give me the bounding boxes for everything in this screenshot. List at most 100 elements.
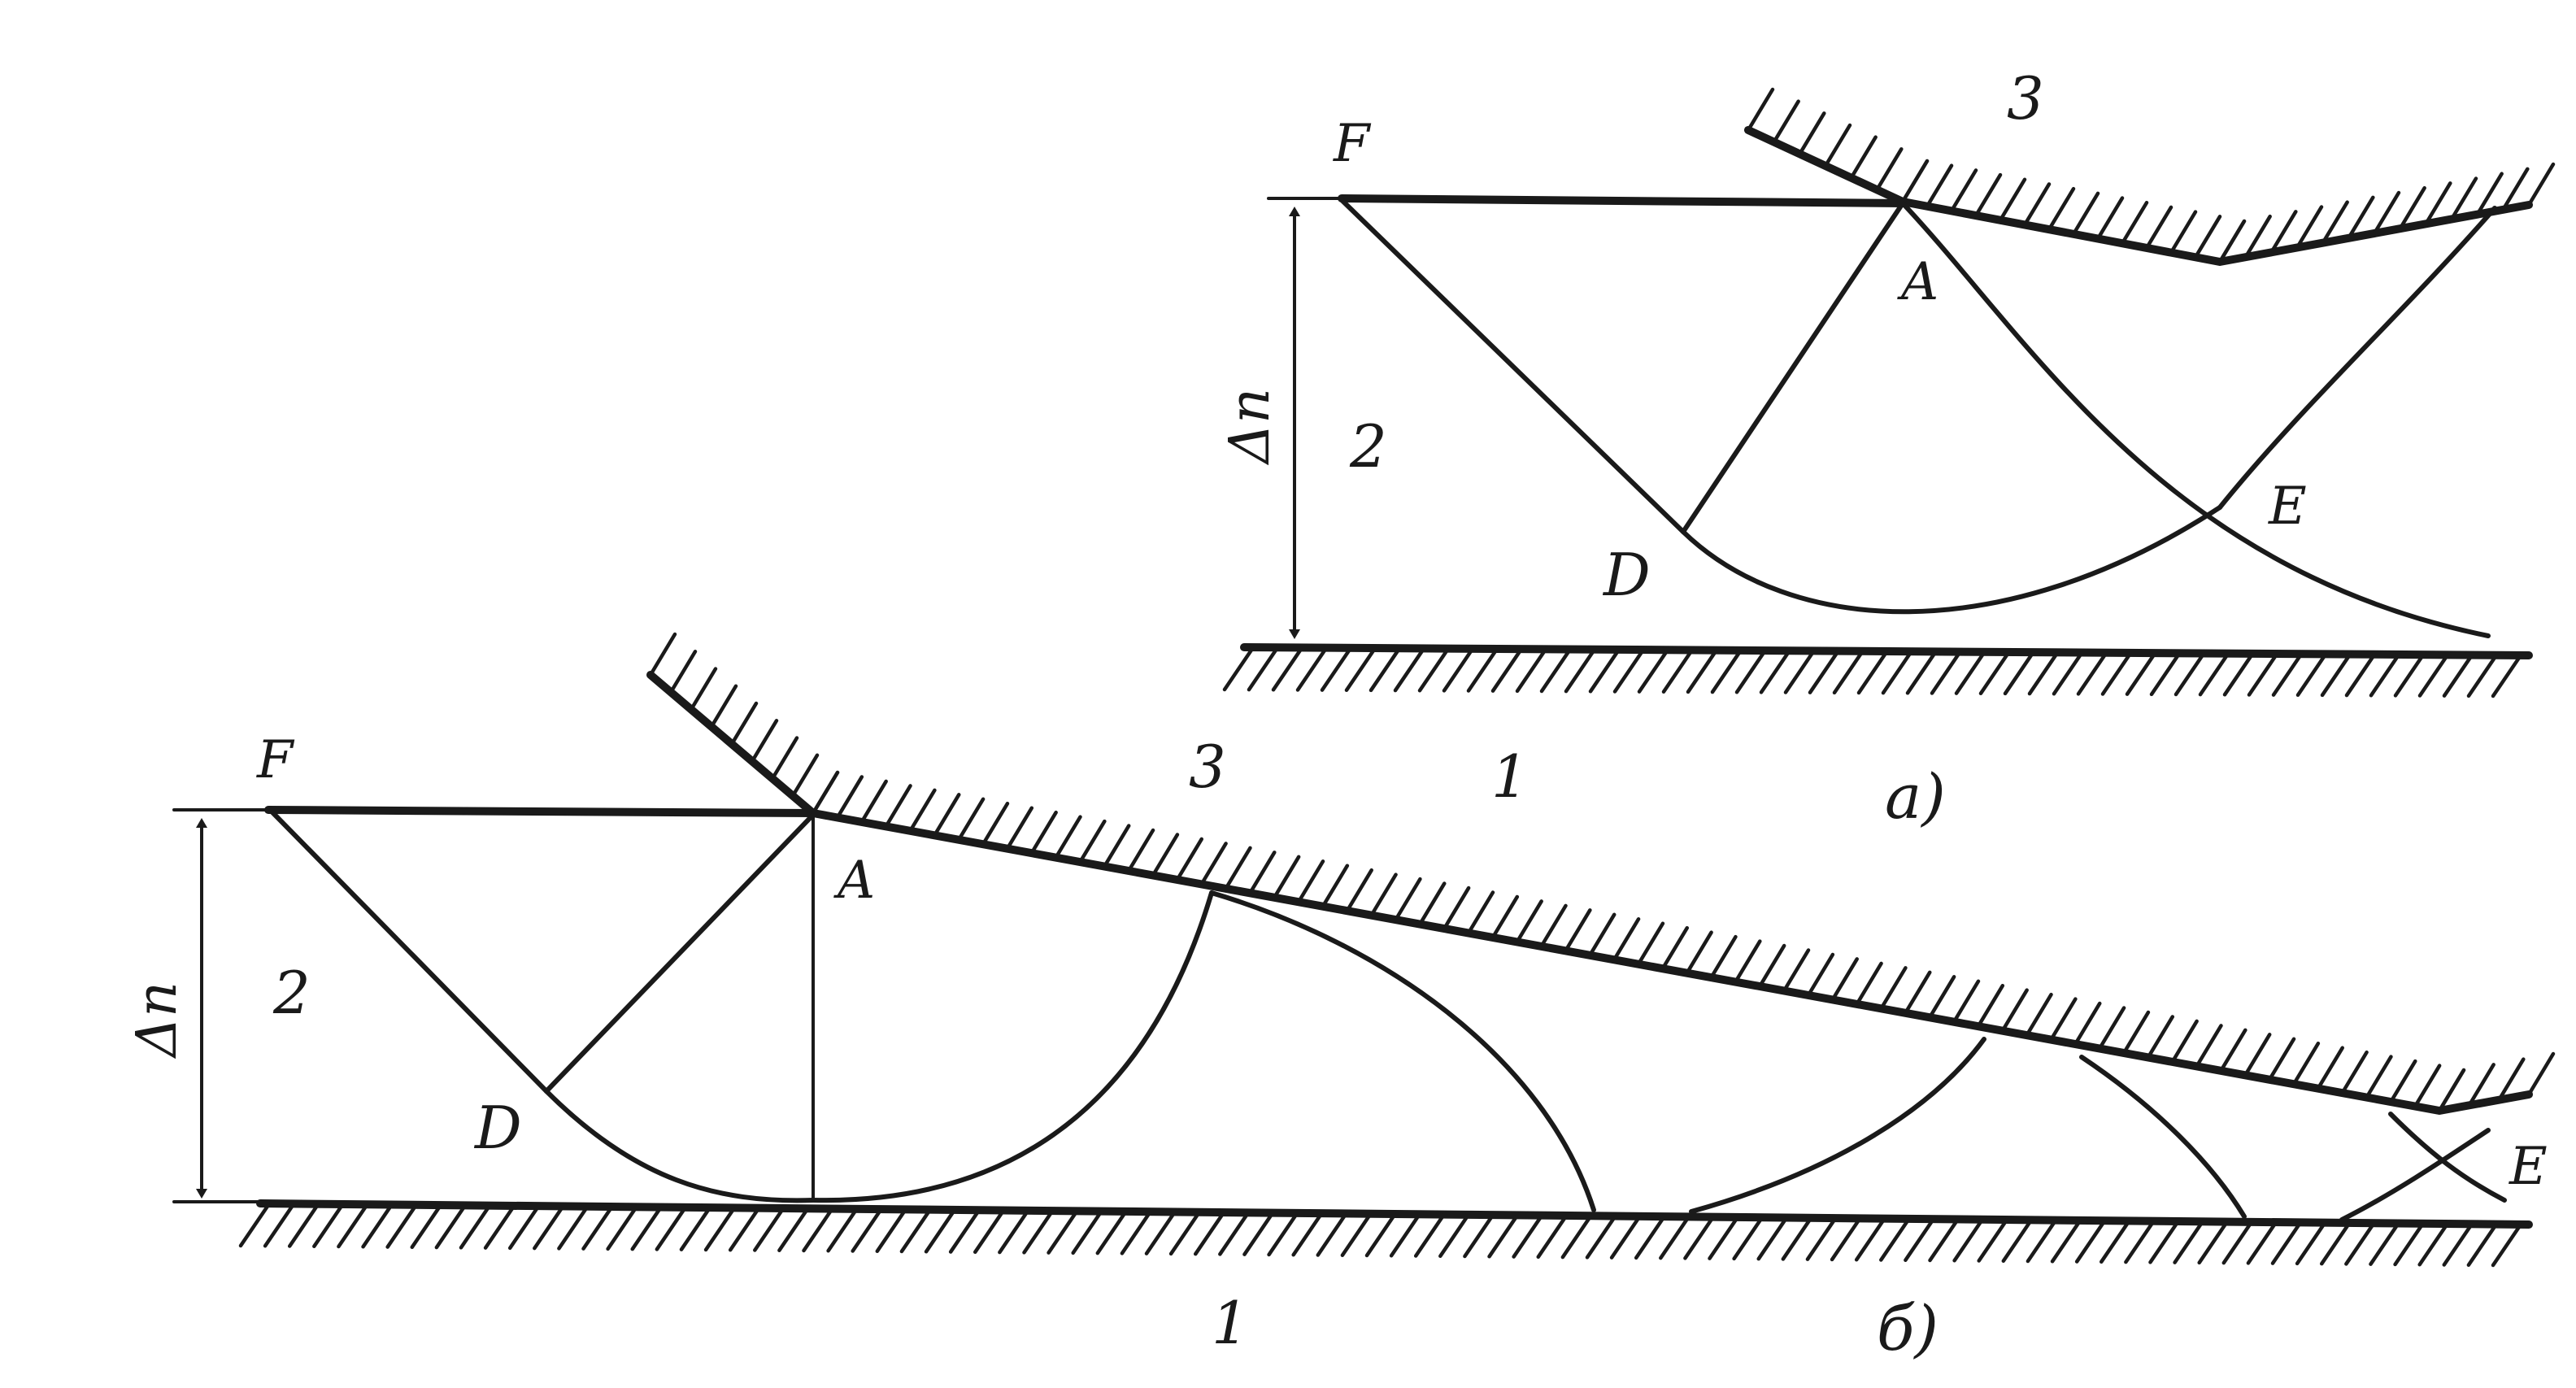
hatch-mark (1660, 925, 1690, 971)
hatch-mark (1954, 650, 1986, 695)
hatch-mark (2022, 182, 2052, 227)
hatch-mark (859, 779, 888, 825)
hatch-mark (1746, 87, 1775, 133)
hatch-mark (1248, 851, 1277, 895)
hatch-mark (2050, 1219, 2082, 1264)
hatch-mark (1855, 961, 1883, 1007)
hatch-mark (2170, 1019, 2199, 1064)
hatch-mark (1368, 647, 1401, 693)
hatch-mark (2267, 1037, 2296, 1082)
figure-a-label-F: F (1333, 114, 1372, 174)
hatch-mark (533, 1205, 564, 1251)
hatch-mark (1661, 649, 1694, 694)
hatch-mark (2437, 1068, 2466, 1113)
figure-a-line-DA (1681, 201, 1905, 534)
hatch-mark (2149, 651, 2182, 697)
hatch-mark (2491, 1222, 2523, 1268)
hatch-mark (1272, 855, 1301, 900)
hatch-mark (2003, 650, 2035, 696)
hatch-mark (361, 1204, 393, 1249)
hatch-mark (2222, 652, 2255, 697)
hatch-mark (2025, 992, 2053, 1038)
hatch-mark (2365, 1055, 2393, 1099)
hatch-mark (1144, 1211, 1177, 1255)
hatch-mark (1095, 1210, 1128, 1255)
hatch-mark (1587, 912, 1617, 958)
hatch-mark (459, 1205, 491, 1250)
hatch-mark (1998, 177, 2027, 223)
hatch-mark (679, 1207, 711, 1251)
hatch-mark (630, 1206, 662, 1251)
hatch-mark (2417, 1221, 2449, 1267)
hatch-mark (973, 1209, 1005, 1255)
hatch-mark (851, 1208, 882, 1253)
hatch-mark (703, 1207, 736, 1252)
hatch-mark (1808, 650, 1840, 694)
hatch-mark (1413, 1213, 1446, 1258)
hatch-mark (729, 701, 759, 746)
figure-a-top-hatching (1746, 87, 2556, 264)
hatch-mark (1977, 1218, 2008, 1263)
hatch-mark (2344, 1221, 2376, 1266)
figure-b-curve-E-upper (2388, 1112, 2507, 1203)
hatch-mark (2393, 1221, 2425, 1267)
hatch-mark (728, 1207, 760, 1252)
hatch-mark (1222, 646, 1255, 692)
hatch-mark (2217, 219, 2247, 264)
hatch-mark (1634, 1215, 1666, 1260)
figure-b-label-A: A (833, 851, 875, 911)
hatch-mark (2389, 1059, 2417, 1104)
figure-a-label-3: 3 (2007, 64, 2044, 133)
hatch-mark (2526, 162, 2556, 207)
figure-a-label-delta-n: Δn (1218, 388, 1282, 466)
hatch-mark (410, 1204, 442, 1250)
hatch-mark (2049, 997, 2078, 1042)
hatch-mark (1612, 649, 1645, 694)
hatch-mark (924, 1209, 956, 1254)
figure-a-label-A: A (1897, 252, 1939, 312)
hatch-mark (1442, 648, 1474, 693)
hatch-mark (2295, 205, 2324, 250)
hatch-mark (1881, 650, 1913, 695)
hatch-mark (1487, 1214, 1519, 1259)
hatch-mark (2320, 652, 2352, 698)
hatch-mark (1046, 1210, 1078, 1255)
hatch-mark (1976, 983, 2005, 1029)
hatch-mark (2193, 215, 2222, 259)
hatch-mark (1564, 648, 1596, 694)
hatch-mark (1781, 1216, 1813, 1261)
figure-b-bottom-hatching (238, 1203, 2523, 1268)
hatch-mark (998, 1209, 1029, 1255)
hatch-mark (1490, 648, 1523, 693)
hatch-mark (2195, 1024, 2223, 1068)
hatch-mark (1442, 885, 1471, 931)
figure-b: F A D E 3 2 1 б) Δn (125, 632, 2556, 1364)
hatch-mark (1949, 168, 1978, 213)
figure-b-curve-D-bottom (544, 1089, 816, 1203)
hatch-mark (826, 1208, 858, 1253)
hatch-mark (1973, 172, 2003, 218)
figure-a-label-E: E (2268, 476, 2307, 537)
hatch-mark (1927, 975, 1956, 1020)
figure-b-curve-wave-1 (811, 890, 1214, 1203)
hatch-mark (1340, 1212, 1373, 1257)
hatch-mark (1686, 649, 1718, 694)
hatch-mark (2027, 650, 2060, 696)
hatch-mark (770, 736, 799, 781)
hatch-mark (337, 1203, 368, 1249)
hatch-mark (1637, 649, 1669, 694)
hatch-mark (790, 753, 820, 798)
hatch-mark (1539, 903, 1568, 949)
hatch-mark (1054, 815, 1082, 859)
hatch-mark (2026, 1218, 2058, 1264)
hatch-mark (1291, 1212, 1323, 1257)
hatch-mark (2442, 1222, 2474, 1267)
hatch-mark (2073, 1001, 2102, 1046)
figure-b-label-F: F (256, 730, 295, 790)
hatch-mark (2001, 1218, 2034, 1264)
hatch-mark (875, 1208, 907, 1254)
hatch-mark (2270, 1220, 2303, 1265)
hatch-mark (777, 1207, 809, 1252)
hatch-mark (2100, 651, 2133, 696)
